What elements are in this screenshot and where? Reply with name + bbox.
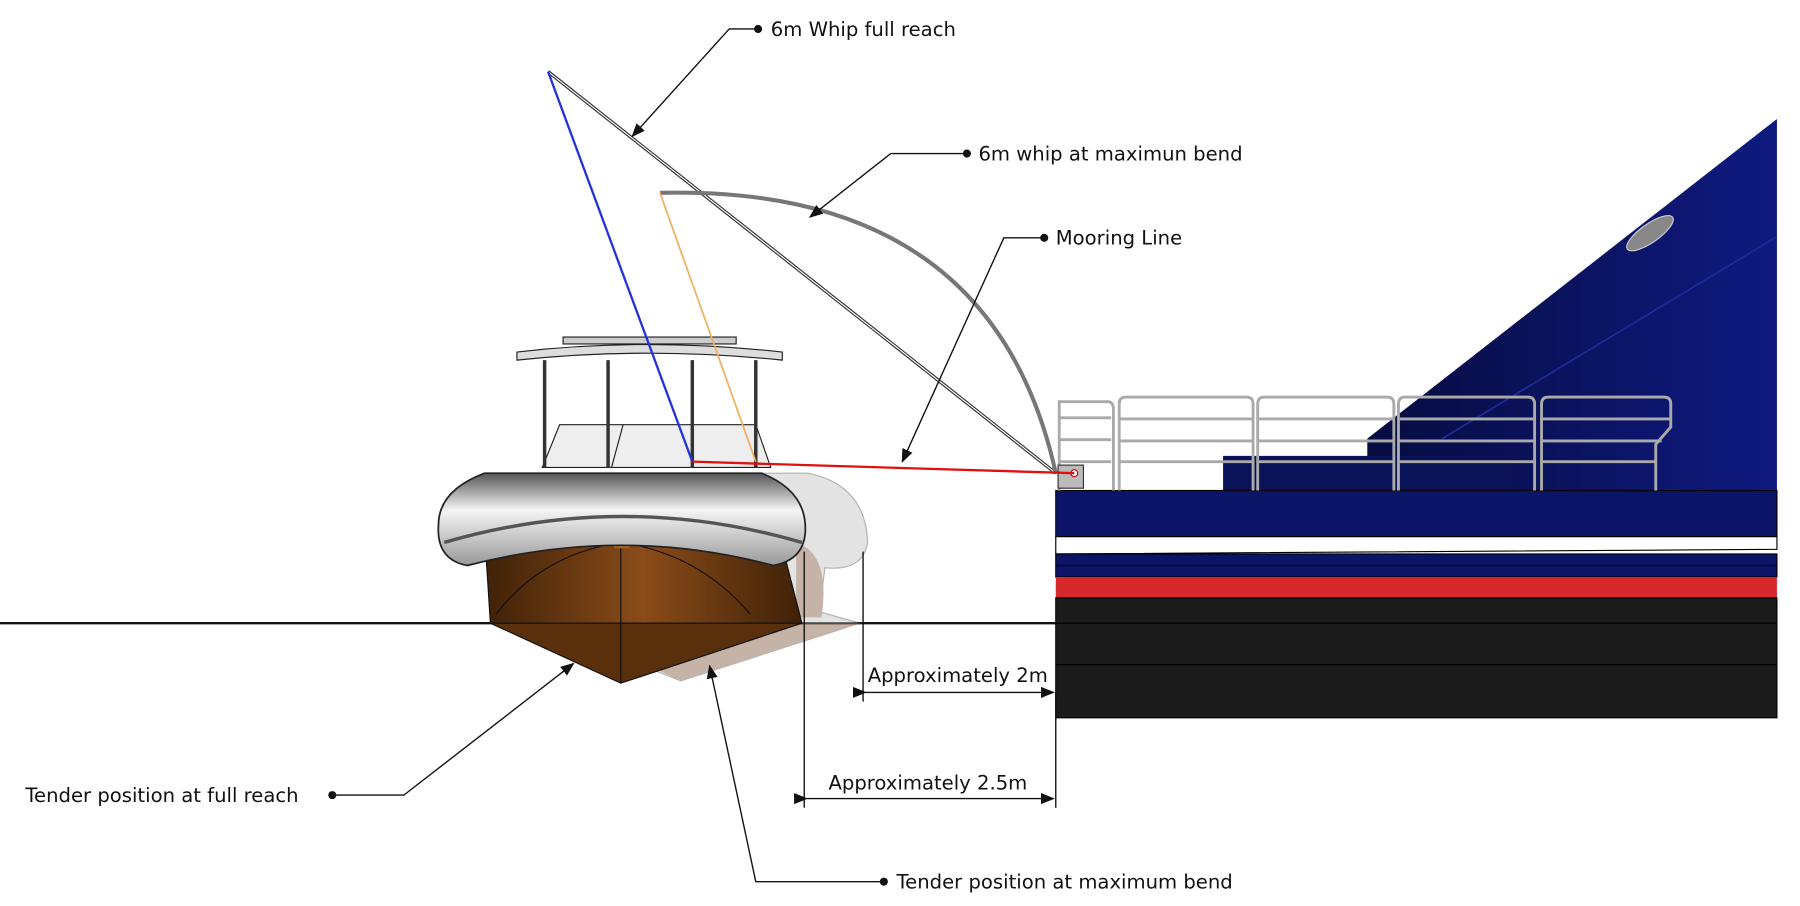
ship-railings (1057, 395, 1673, 491)
whip-bend-line (659, 192, 757, 462)
mother-ship (1055, 118, 1778, 719)
whip-max-bend (659, 190, 1058, 474)
ship-stripe-red (1055, 577, 1777, 598)
label-whip-max-bend: 6m whip at maximun bend (978, 143, 1242, 166)
ship-superstructure (1367, 118, 1777, 491)
bollard (1057, 464, 1085, 489)
ship-bottom (1055, 597, 1778, 719)
mooring-line (692, 460, 1075, 475)
leader-tender-max-bend (706, 664, 884, 883)
leader-whip-full-reach (631, 28, 759, 138)
leader-whip-max-bend (808, 152, 967, 218)
leader-tender-full-reach (332, 662, 575, 796)
dimension-2m-label: Approximately 2m (868, 664, 1048, 687)
label-tender-max-bend: Tender position at maximum bend (896, 871, 1233, 894)
whip-full-reach-line (546, 71, 694, 463)
label-mooring-line: Mooring Line (1056, 227, 1182, 250)
leader-mooring-line (901, 237, 1045, 463)
porthole-icon (1626, 215, 1674, 252)
ship-hull-blue (1055, 489, 1778, 538)
tender-full-reach (437, 336, 807, 684)
dimension-2-5m-label: Approximately 2.5m (828, 771, 1027, 794)
label-whip-full-reach: 6m Whip full reach (771, 18, 956, 41)
label-tender-full-reach: Tender position at full reach (24, 784, 298, 807)
